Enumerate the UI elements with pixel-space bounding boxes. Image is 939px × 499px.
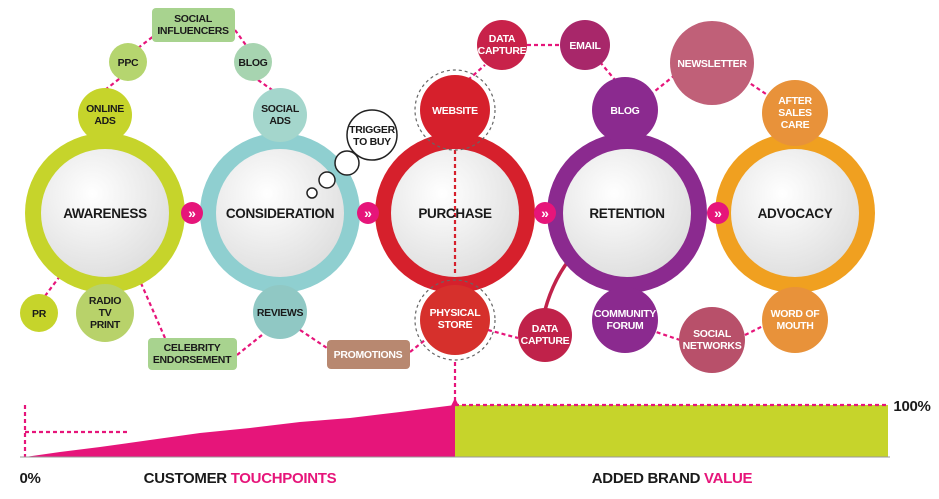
svg-text:»: » <box>364 205 372 221</box>
touchpoint-blog-retention[interactable]: BLOG <box>592 77 658 143</box>
end-percent: 100% <box>893 398 930 415</box>
svg-text:REVIEWS: REVIEWS <box>257 307 304 319</box>
stage-consideration[interactable]: CONSIDERATION <box>200 133 360 293</box>
touchpoint-ppc[interactable]: PPC <box>109 43 147 81</box>
svg-text:BLOG: BLOG <box>238 57 267 69</box>
double-chevron-icon: » <box>707 202 729 224</box>
touchpoint-newsletter[interactable]: NEWSLETTER <box>670 21 754 105</box>
double-chevron-icon: » <box>181 202 203 224</box>
svg-text:»: » <box>714 205 722 221</box>
touchpoint-email[interactable]: EMAIL <box>560 20 610 70</box>
customer-touchpoints-label: CUSTOMER TOUCHPOINTS <box>144 470 337 487</box>
stage-label: PURCHASE <box>418 206 492 221</box>
svg-text:NEWSLETTER: NEWSLETTER <box>677 58 747 70</box>
added-brand-value-label: ADDED BRAND VALUE <box>592 470 753 487</box>
svg-text:EMAIL: EMAIL <box>569 40 601 52</box>
stage-label: ADVOCACY <box>758 206 833 221</box>
stage-label: AWARENESS <box>63 206 147 221</box>
double-chevron-icon: » <box>357 202 379 224</box>
stage-awareness[interactable]: AWARENESS <box>25 133 185 293</box>
touchpoints-area <box>25 405 455 457</box>
svg-text:»: » <box>188 205 196 221</box>
touchpoint-promotions[interactable]: PROMOTIONS <box>327 340 410 369</box>
stage-retention[interactable]: RETENTION <box>547 133 707 293</box>
svg-text:WEBSITE: WEBSITE <box>432 105 478 117</box>
touchpoint-reviews[interactable]: REVIEWS <box>253 285 307 339</box>
touchpoint-pr[interactable]: PR <box>20 294 58 332</box>
stage-label: CONSIDERATION <box>226 206 334 221</box>
stage-label: RETENTION <box>589 206 664 221</box>
touchpoint-blog[interactable]: BLOG <box>234 43 272 81</box>
svg-text:PR: PR <box>32 308 47 320</box>
svg-text:PPC: PPC <box>118 57 139 69</box>
touchpoint-website[interactable]: WEBSITE <box>414 69 496 151</box>
stage-arrows: » » » » <box>181 202 729 224</box>
brand-value-area <box>455 405 888 457</box>
double-chevron-icon: » <box>534 202 556 224</box>
svg-text:»: » <box>541 205 549 221</box>
svg-text:BLOG: BLOG <box>610 105 639 117</box>
stage-purchase[interactable]: PURCHASE <box>375 133 535 293</box>
value-bar: 0% 100% CUSTOMER TOUCHPOINTS ADDED BRAND… <box>19 362 931 487</box>
stage-advocacy[interactable]: ADVOCACY <box>715 133 875 293</box>
start-percent: 0% <box>19 470 40 487</box>
svg-text:PROMOTIONS: PROMOTIONS <box>334 349 403 361</box>
